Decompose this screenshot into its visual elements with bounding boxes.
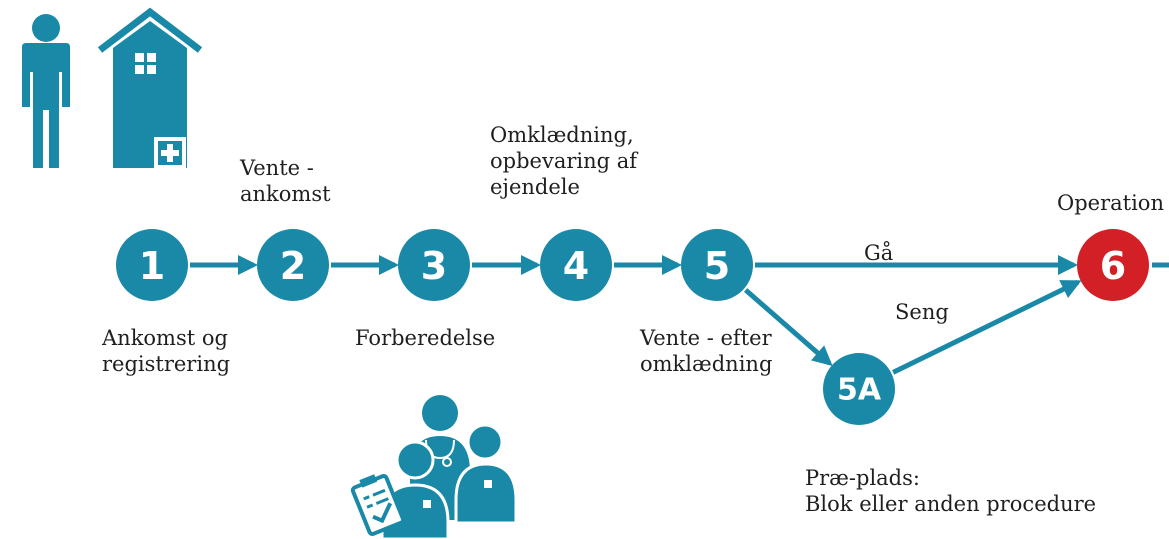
step-6-circle [1077,229,1149,301]
step-3-circle [398,229,470,301]
step-2-circle [257,229,329,301]
person-icon [22,14,70,168]
edge-walk-label: Gå [864,241,894,265]
step-5a-number: 5A [837,373,882,408]
step-3-label: Forberedelse [355,326,496,350]
step-5-number: 5 [704,244,730,288]
step-3-node: 3 [398,229,470,301]
step-6-number: 6 [1100,244,1126,288]
step-1-node: 1 [116,229,188,301]
step-1-label: Ankomst og registrering [102,326,231,376]
step-4-circle [540,229,612,301]
step-5-node: 5 [681,229,753,301]
step-1-circle [116,229,188,301]
step-5-circle [681,229,753,301]
arrow-5a-to-6 [892,279,1082,375]
step-1-number: 1 [139,244,165,288]
step-5-label: Vente - efter omklædning [640,326,773,376]
edge-bed-label: Seng [895,300,949,324]
step-5a-node: 5A [823,353,895,425]
step-2-number: 2 [280,244,306,288]
step-2-label: Vente - ankomst [240,156,331,206]
step-6-label: Operation [1057,191,1164,215]
step-4-node: 4 [540,229,612,301]
step-5a-label: Præ-plads: Blok eller anden procedure [805,466,1097,516]
step-4-number: 4 [563,244,589,288]
step-3-number: 3 [421,244,447,288]
hospital-building-icon [97,7,203,169]
step-5a-circle [823,353,895,425]
step-4-label: Omklædning, opbevaring af ejendele [490,123,638,199]
step-6-node: 6 [1077,229,1149,301]
medical-staff-group-icon [350,395,518,539]
step-2-node: 2 [257,229,329,301]
arrow-5-to-5a [743,288,833,366]
